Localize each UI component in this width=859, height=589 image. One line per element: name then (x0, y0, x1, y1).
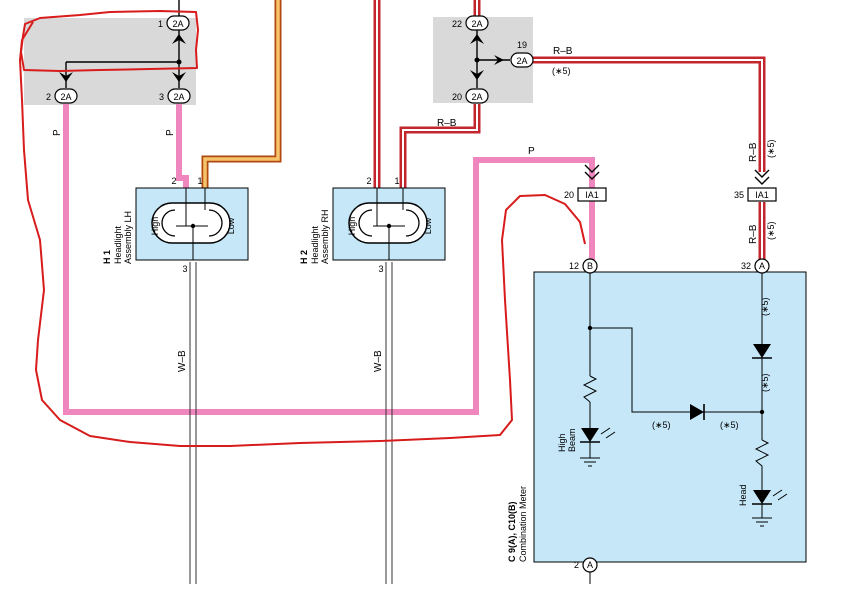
meter-name: Combination Meter (518, 486, 528, 562)
svg-text:1: 1 (197, 176, 202, 186)
wb-wires (189, 262, 393, 584)
svg-text:High: High (557, 433, 567, 452)
wire-label-p-left: P (52, 129, 63, 136)
wire-label-star5-top: (∗5) (552, 66, 571, 76)
connector-2a-right-pin19: 2A 19 (510, 40, 534, 68)
headlight-rh-name-1: Headlight (310, 225, 320, 264)
rb-wire-splice-to-h2 (399, 104, 481, 188)
wire-label-rb-mid: R–B (437, 118, 457, 129)
connector-2a-right-pin22: 2A 22 (452, 15, 489, 31)
svg-text:IA1: IA1 (585, 190, 599, 200)
headlight-lh-name-2: Assembly LH (123, 211, 133, 264)
connector-2a-left-pin2: 2A 2 (46, 88, 78, 104)
svg-text:(∗5): (∗5) (652, 420, 671, 430)
svg-text:A: A (759, 261, 765, 271)
svg-text:2A: 2A (173, 92, 184, 102)
svg-text:2: 2 (46, 92, 51, 102)
svg-text:1: 1 (158, 19, 163, 29)
svg-text:32: 32 (741, 261, 751, 271)
svg-text:3: 3 (378, 264, 383, 274)
combination-meter: B 12 A 32 A 2 (∗5) (∗5) (∗5) (∗5) High B… (533, 258, 807, 584)
wire-label-rb-right-2: R–B (748, 224, 759, 244)
svg-text:2A: 2A (172, 19, 183, 29)
svg-text:2A: 2A (471, 92, 482, 102)
svg-text:High: High (347, 217, 357, 236)
red-highlight-outlines (19, 10, 586, 447)
svg-text:Head: Head (738, 484, 748, 506)
wire-label-star5-right-2: (∗5) (766, 221, 776, 240)
wire-label-wb-1: W–B (177, 350, 188, 372)
rb-wire-splice-to-meter (473, 0, 766, 262)
svg-text:19: 19 (517, 40, 527, 50)
headlight-assembly-rh: High Low 2 1 3 (332, 176, 446, 274)
svg-text:2: 2 (574, 560, 579, 570)
svg-text:20: 20 (452, 92, 462, 102)
headlight-lh-name-1: Headlight (113, 225, 123, 264)
svg-text:22: 22 (452, 19, 462, 29)
wire-label-p-mid: P (165, 129, 176, 136)
pink-wire-p (63, 104, 595, 415)
headlight-rh-id: H 2 (299, 250, 309, 264)
connector-2a-left-pin1: 2A 1 (158, 15, 190, 31)
svg-text:35: 35 (734, 190, 744, 200)
svg-text:2A: 2A (516, 56, 527, 66)
wire-label-star5-right-1: (∗5) (766, 139, 776, 158)
ia1-connector-right: IA1 35 (734, 169, 777, 202)
connector-2a-right-pin20: 2A 20 (452, 88, 489, 104)
svg-text:High: High (150, 217, 160, 236)
svg-text:3: 3 (182, 264, 187, 274)
svg-text:2: 2 (171, 176, 176, 186)
wire-label-p-top: P (528, 146, 535, 157)
headlight-rh-name-2: Assembly RH (320, 209, 330, 264)
orange-wire (201, 0, 282, 188)
wire-label-rb-top: R–B (553, 46, 573, 57)
svg-text:2A: 2A (471, 19, 482, 29)
svg-text:2A: 2A (60, 92, 71, 102)
svg-text:B: B (587, 261, 593, 271)
left-splice-arrows (59, 34, 186, 82)
svg-text:20: 20 (564, 190, 574, 200)
wire-label-rb-right-1: R–B (748, 142, 759, 162)
wire-label-wb-2: W–B (373, 350, 384, 372)
svg-text:3: 3 (159, 92, 164, 102)
svg-text:(∗5): (∗5) (720, 420, 739, 430)
ia1-connector-left: IA1 20 (564, 164, 607, 202)
svg-text:Low: Low (423, 217, 433, 234)
svg-text:12: 12 (569, 261, 579, 271)
svg-text:Beam: Beam (567, 428, 577, 452)
svg-text:A: A (587, 560, 593, 570)
svg-text:IA1: IA1 (755, 190, 769, 200)
svg-text:(∗5): (∗5) (760, 297, 770, 316)
svg-text:Low: Low (226, 217, 236, 234)
meter-id: C 9(A), C10(B) (507, 501, 517, 562)
right-splice-arrows (470, 34, 504, 80)
svg-text:1: 1 (394, 176, 399, 186)
headlight-lh-id: H 1 (102, 250, 112, 264)
connector-2a-left-pin3: 2A 3 (159, 88, 191, 104)
headlight-assembly-lh: High Low 2 1 3 (135, 176, 249, 274)
svg-text:(∗5): (∗5) (760, 373, 770, 392)
svg-text:2: 2 (366, 176, 371, 186)
